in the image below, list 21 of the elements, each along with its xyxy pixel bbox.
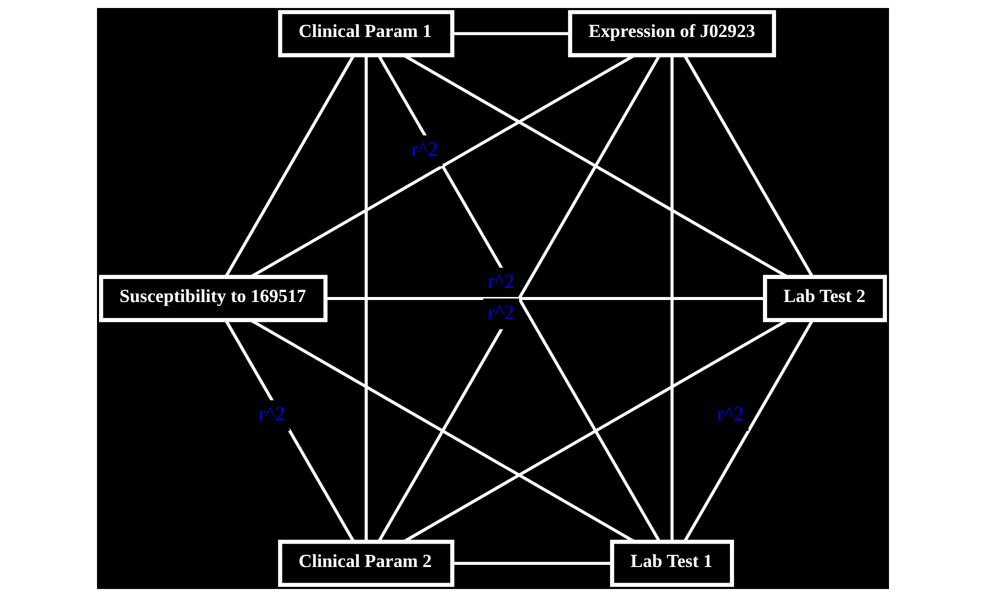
edge-label: r^2	[488, 271, 515, 294]
node-box: Clinical Param 2	[278, 540, 454, 587]
node-box: Clinical Param 1	[278, 10, 454, 58]
node-box: Susceptibility to 169517	[99, 274, 328, 322]
connector	[377, 54, 661, 542]
connector	[364, 55, 368, 542]
connector	[670, 55, 674, 542]
connector	[224, 54, 356, 278]
edge-label: r^2	[717, 404, 744, 426]
edge-label: r^2	[488, 302, 515, 324]
connector	[683, 319, 814, 542]
edge-label: r^2	[258, 404, 286, 426]
node-box: Lab Test 2	[762, 274, 887, 322]
connector	[683, 54, 814, 278]
connector	[452, 32, 570, 36]
edge-label: r^2	[411, 138, 438, 161]
connector	[224, 319, 356, 543]
connector	[452, 562, 612, 565]
node-box: Lab Test 1	[610, 540, 734, 587]
connector	[326, 296, 765, 300]
node-box: Expression of J02923	[568, 10, 776, 58]
